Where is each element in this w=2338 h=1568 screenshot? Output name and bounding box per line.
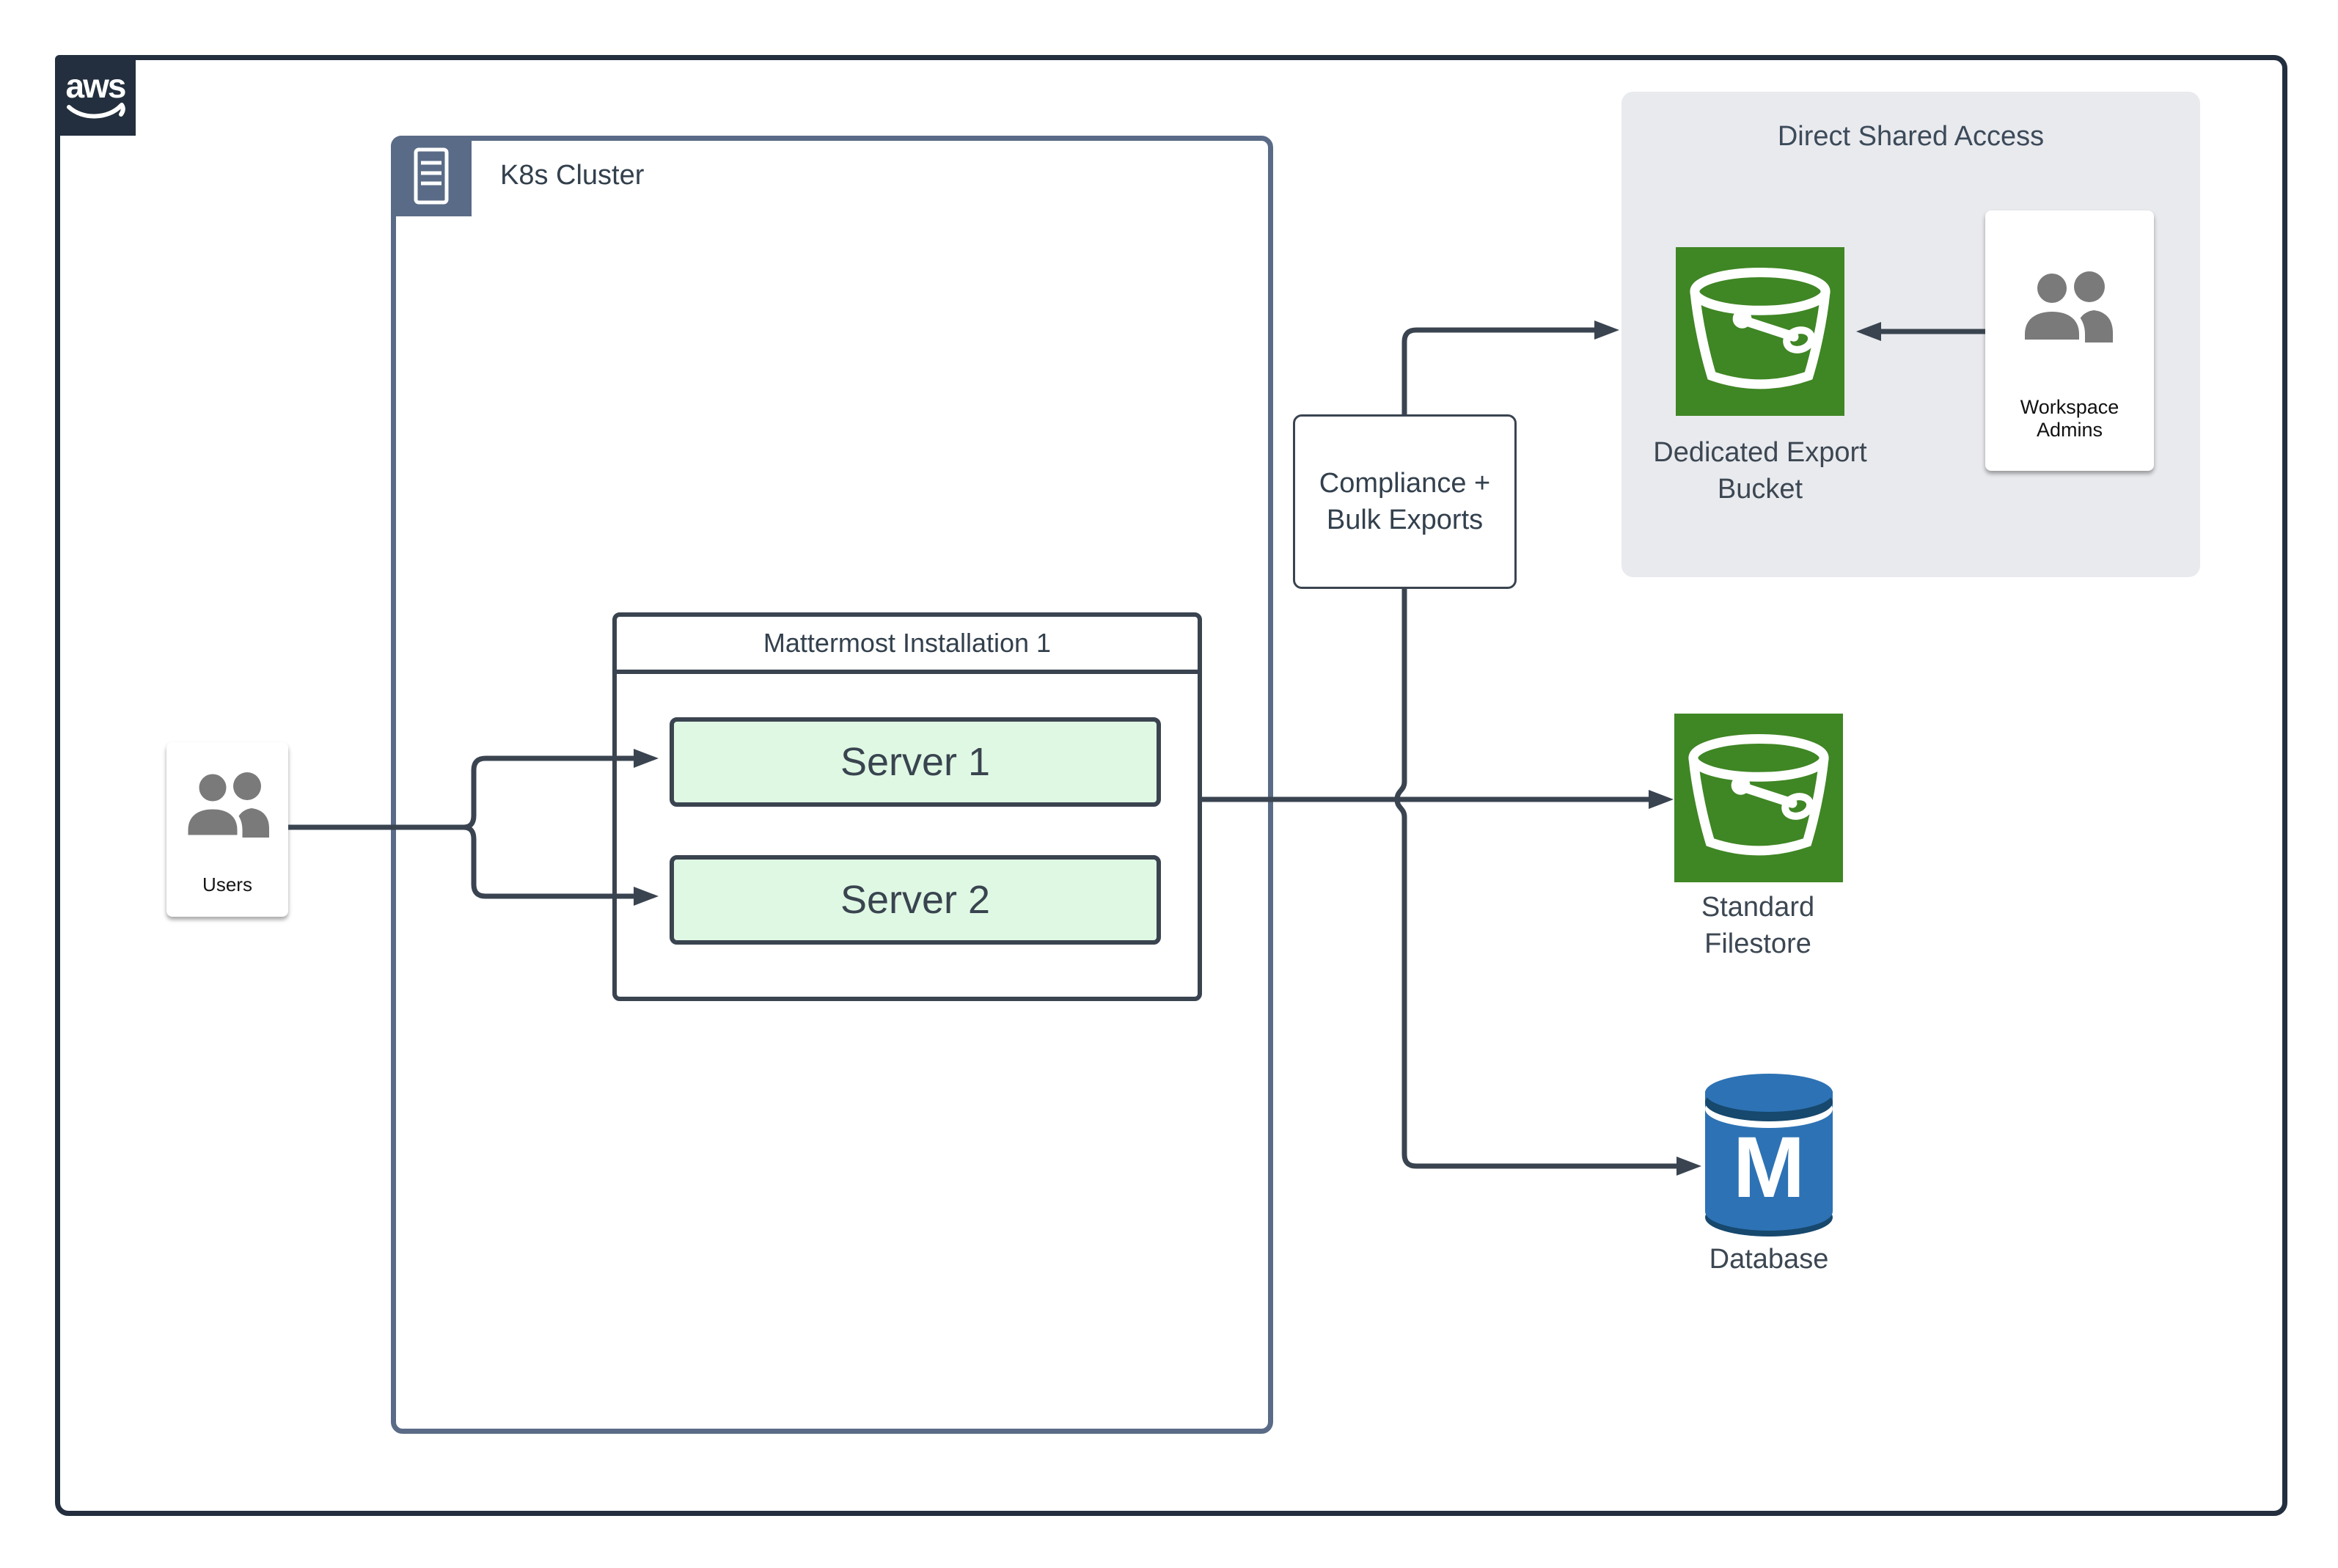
direct-shared-access-title: Direct Shared Access <box>1777 121 2045 152</box>
workspace-admins-card: Workspace Admins <box>1985 210 2154 471</box>
standard-filestore-label: Standard Filestore <box>1701 892 1815 959</box>
aws-logo: aws <box>55 55 136 136</box>
workspace-admins-label: Workspace Admins <box>2020 396 2119 441</box>
database-letter: M <box>1733 1119 1805 1216</box>
database-label: Database <box>1709 1244 1829 1275</box>
people-group-icon <box>166 742 288 860</box>
aws-logo-text: aws <box>66 67 125 105</box>
users-label: Users <box>202 873 252 895</box>
k8s-cluster-label: K8s Cluster <box>500 160 645 191</box>
aws-smile-icon <box>67 103 125 119</box>
server-rack-icon <box>391 136 472 216</box>
dedicated-export-bucket-label: Dedicated Export Bucket <box>1653 437 1867 505</box>
aws-cloud-frame <box>55 55 2287 1516</box>
s3-bucket-icon <box>1676 247 1844 416</box>
server-1-node: Server 1 <box>670 717 1161 807</box>
database-cylinder-icon: M <box>1705 1071 1833 1239</box>
s3-bucket-icon <box>1674 714 1843 882</box>
users-card: Users <box>166 742 288 917</box>
k8s-cluster-box <box>391 136 1273 1434</box>
mattermost-title: Mattermost Installation 1 <box>617 617 1198 674</box>
compliance-bulk-exports-box: Compliance + Bulk Exports <box>1293 414 1517 589</box>
server-2-node: Server 2 <box>670 855 1161 945</box>
mattermost-installation-box: Mattermost Installation 1 Server 1 Serve… <box>612 612 1202 1001</box>
people-group-icon <box>1985 210 2154 394</box>
